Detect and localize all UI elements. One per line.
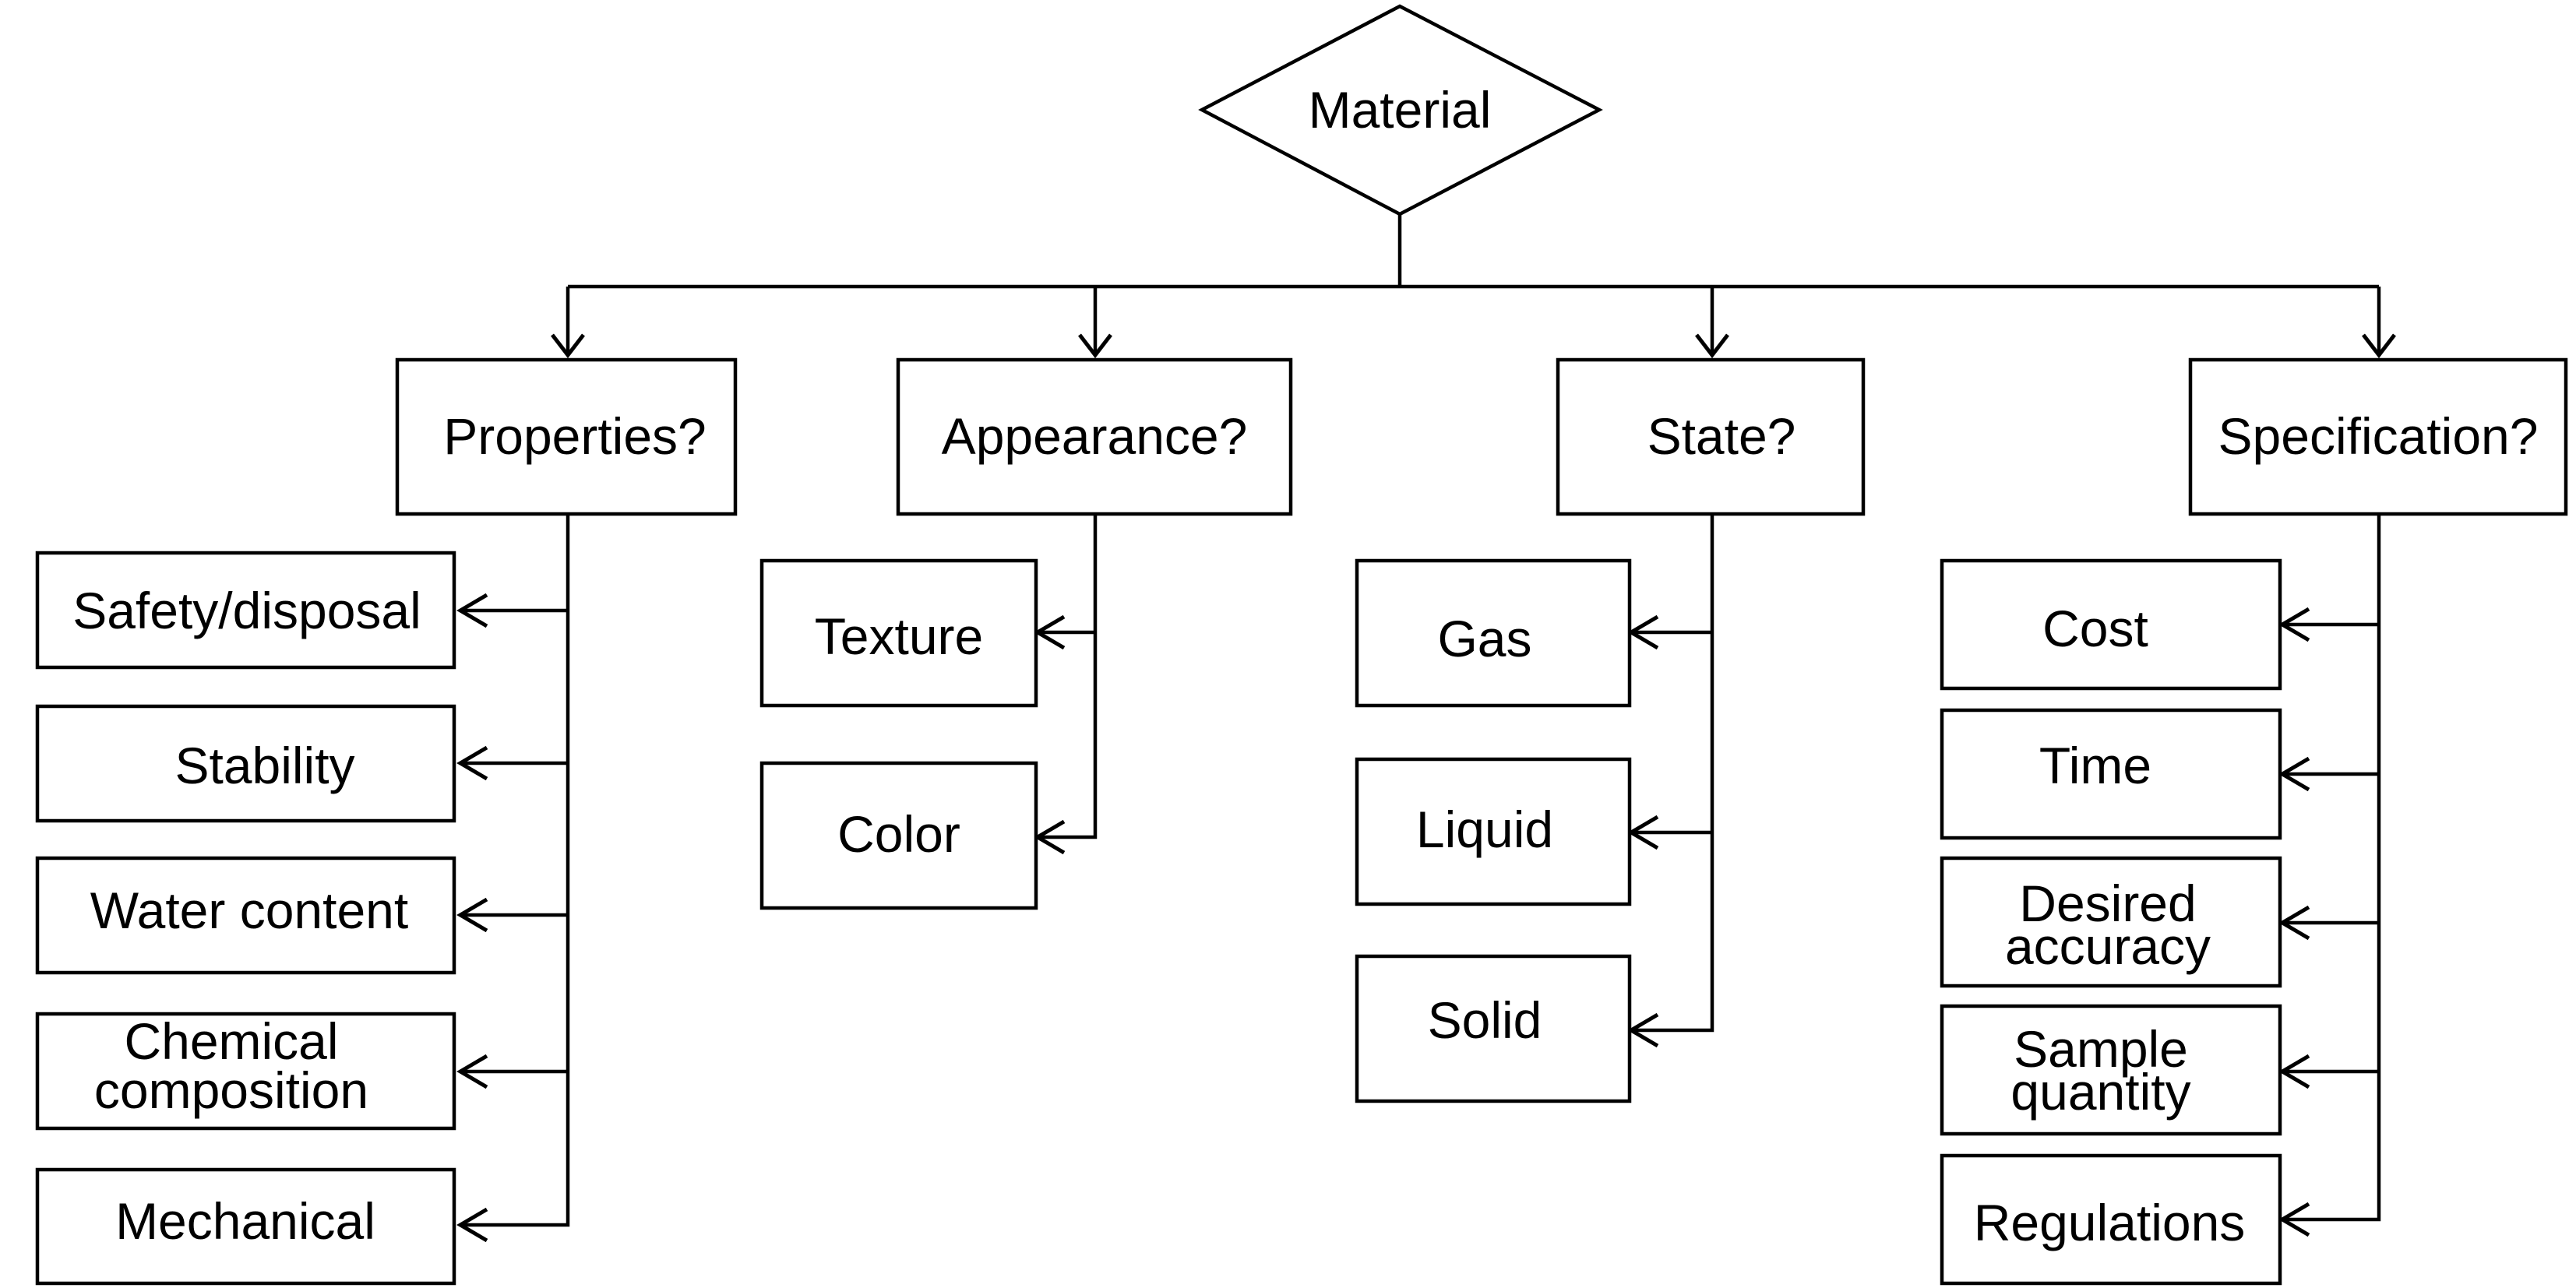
item-box: [35, 704, 456, 823]
category-specification: Specification?: [2188, 357, 2568, 516]
item-chemical-composition: Chemical composition: [35, 1012, 456, 1131]
item-label-line: composition: [94, 1061, 368, 1119]
connectors: [462, 214, 2381, 1227]
item-box: [1940, 558, 2282, 691]
item-box: [1940, 856, 2282, 988]
arrow-left: [2278, 756, 2310, 792]
item-box: [1355, 558, 1632, 708]
category-label: State?: [1647, 407, 1796, 465]
item-sample-quantity: Sample quantity: [1940, 1004, 2282, 1136]
arrow-down: [1695, 333, 1729, 359]
item-box: [35, 1167, 456, 1286]
arrow-left: [2278, 1202, 2310, 1237]
item-mechanical: Mechanical: [35, 1167, 456, 1286]
root-label: Material: [1309, 81, 1492, 139]
item-box: [1355, 757, 1632, 906]
item-time: Time: [1940, 708, 2282, 840]
arrow-left: [2278, 1054, 2310, 1089]
item-cost: Cost: [1940, 558, 2282, 691]
item-box: [35, 1012, 456, 1131]
item-label: Time: [2039, 737, 2151, 794]
item-box: [1355, 954, 1632, 1103]
item-box: [35, 856, 456, 975]
item-solid: Solid: [1355, 954, 1632, 1103]
category-label: Appearance?: [942, 407, 1248, 465]
item-label: Safety/disposal: [72, 582, 421, 639]
category-properties: Properties?: [395, 357, 738, 516]
item-label-line: accuracy: [2005, 917, 2211, 975]
root-node: Material: [1198, 4, 1603, 216]
item-label: Water content: [90, 882, 408, 939]
item-label: Color: [837, 805, 960, 863]
item-label: Gas: [1437, 610, 1531, 667]
category-appearance: Appearance?: [896, 357, 1293, 516]
category-box: [2188, 357, 2568, 516]
arrow-left: [456, 1207, 488, 1243]
item-box: [759, 558, 1038, 708]
spine-appearance: [1039, 516, 1098, 839]
item-label: Stability: [174, 737, 354, 794]
item-stability: Stability: [35, 704, 456, 823]
item-box: [1940, 1153, 2282, 1286]
arrow-left: [2278, 905, 2310, 941]
category-box: [896, 357, 1293, 516]
item-desired-accuracy: Desired accuracy: [1940, 856, 2282, 988]
item-label: Liquid: [1416, 801, 1553, 858]
arrow-left: [456, 897, 488, 933]
item-gas: Gas: [1355, 558, 1632, 708]
category-box: [395, 357, 738, 516]
spine-state: [1633, 516, 1714, 1033]
item-label: Texture: [815, 607, 983, 665]
spine-specification: [2284, 516, 2381, 1222]
arrow-left: [456, 593, 488, 628]
item-safety-disposal: Safety/disposal: [35, 551, 456, 670]
category-label: Properties?: [443, 407, 707, 465]
item-box: [35, 551, 456, 670]
item-label-line: Desired: [2019, 875, 2196, 932]
item-color: Color: [759, 761, 1038, 910]
item-label: Solid: [1428, 991, 1542, 1049]
arrow-down: [551, 333, 585, 359]
item-label-line: Sample: [2014, 1020, 2188, 1078]
category-box: [1556, 357, 1866, 516]
item-liquid: Liquid: [1355, 757, 1632, 906]
arrow-left: [456, 1054, 488, 1089]
category-state: State?: [1556, 357, 1866, 516]
item-box: [1940, 708, 2282, 840]
item-box: [759, 761, 1038, 910]
arrow-down: [1078, 333, 1112, 359]
item-label-line: quantity: [2010, 1063, 2190, 1121]
arrow-left: [456, 745, 488, 781]
item-label: Mechanical: [115, 1192, 375, 1250]
category-label: Specification?: [2218, 407, 2539, 465]
item-label: Cost: [2042, 600, 2148, 657]
item-label-line: Chemical: [124, 1012, 338, 1070]
arrow-left: [2278, 607, 2310, 642]
item-texture: Texture: [759, 558, 1038, 708]
item-regulations: Regulations: [1940, 1153, 2282, 1286]
spine-properties: [462, 516, 570, 1227]
item-water-content: Water content: [35, 856, 456, 975]
arrow-down: [2362, 333, 2396, 359]
item-box: [1940, 1004, 2282, 1136]
item-label: Regulations: [1974, 1194, 2246, 1251]
decision-diamond: [1198, 4, 1603, 216]
